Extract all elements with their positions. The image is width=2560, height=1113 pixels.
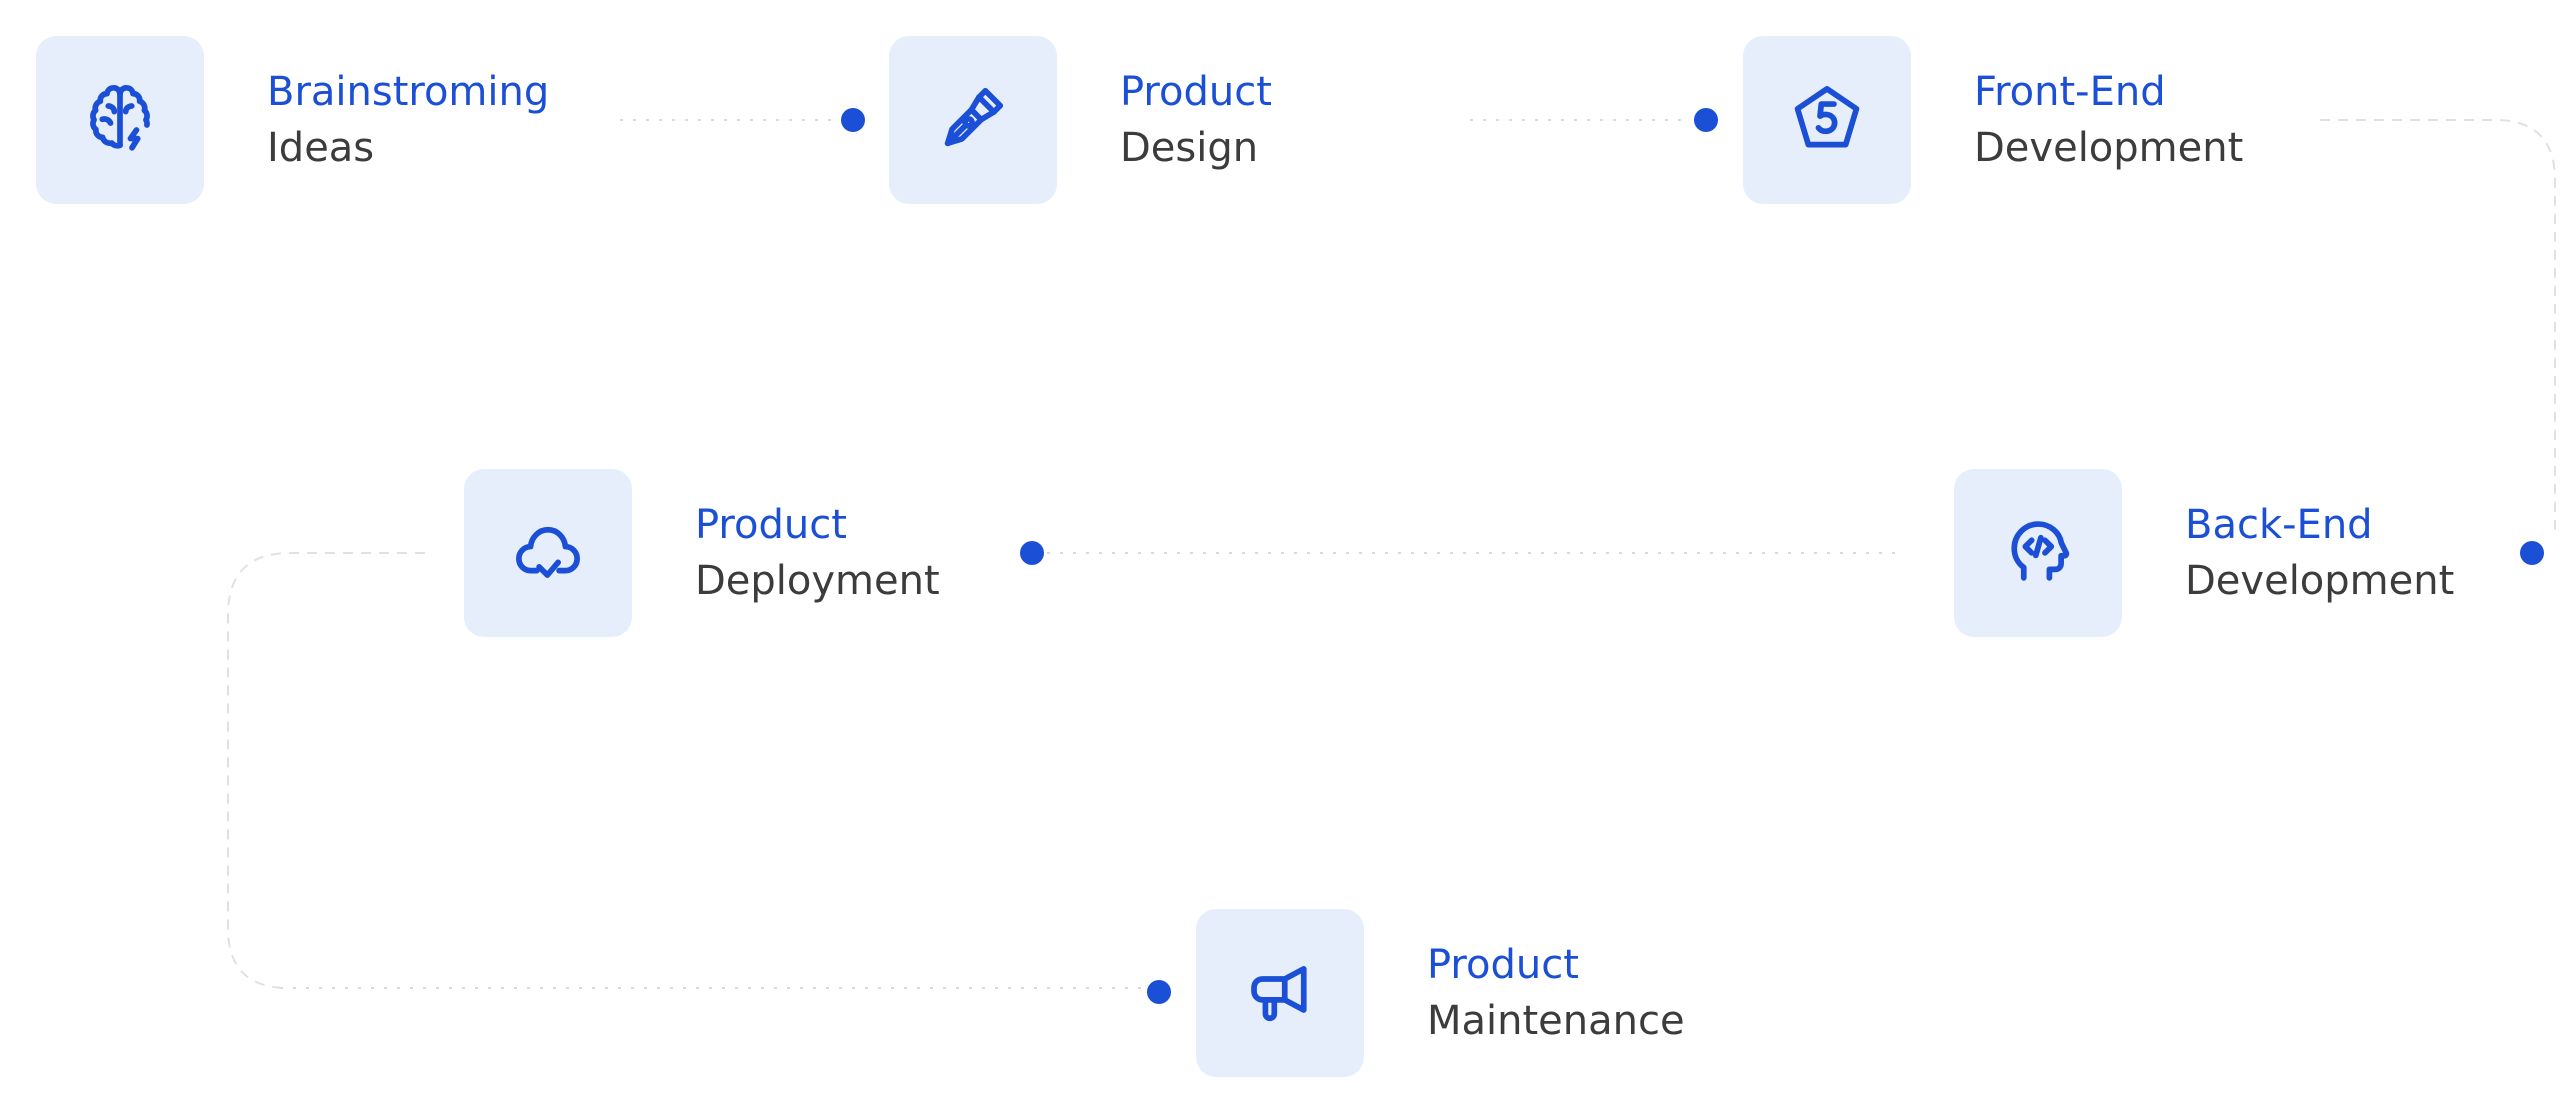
- connector-dot: [1147, 980, 1171, 1004]
- step-labels: Product Deployment: [695, 497, 940, 609]
- step-title: Front-End: [1974, 69, 2166, 115]
- step-labels: Back-End Development: [2185, 497, 2454, 609]
- step-title: Back-End: [2185, 502, 2373, 548]
- step-subtitle: Development: [1974, 125, 2244, 171]
- step-subtitle: Maintenance: [1427, 998, 1685, 1044]
- step-brainstorming: Brainstroming Ideas: [36, 36, 549, 204]
- step-frontend: Front-End Development: [1743, 36, 2243, 204]
- step-icon-tile: [1743, 36, 1911, 204]
- step-icon-tile: [889, 36, 1057, 204]
- pen-nib-icon: [935, 80, 1011, 160]
- step-labels: Brainstroming Ideas: [267, 64, 549, 176]
- connector-dot: [841, 108, 865, 132]
- step-subtitle: Ideas: [267, 125, 375, 171]
- brain-icon: [82, 80, 158, 160]
- megaphone-icon: [1242, 953, 1318, 1033]
- step-labels: Product Design: [1120, 64, 1272, 176]
- html5-icon: [1789, 80, 1865, 160]
- step-subtitle: Deployment: [695, 558, 940, 604]
- step-title: Product: [695, 502, 847, 548]
- step-icon-tile: [1954, 469, 2122, 637]
- step-title: Product: [1427, 942, 1579, 988]
- step-design: Product Design: [889, 36, 1272, 204]
- connector-deployment-bottom: [227, 552, 425, 989]
- head-code-icon: [2000, 513, 2076, 593]
- step-maintenance: Product Maintenance: [1196, 909, 1685, 1077]
- step-labels: Front-End Development: [1974, 64, 2243, 176]
- step-icon-tile: [36, 36, 204, 204]
- step-icon-tile: [1196, 909, 1364, 1077]
- cloud-check-icon: [510, 513, 586, 593]
- step-icon-tile: [464, 469, 632, 637]
- step-subtitle: Development: [2185, 558, 2455, 604]
- step-title: Brainstroming: [267, 69, 550, 115]
- step-labels: Product Maintenance: [1427, 937, 1685, 1049]
- step-deployment: Product Deployment: [464, 469, 940, 637]
- step-title: Product: [1120, 69, 1272, 115]
- connector-dot: [1020, 541, 1044, 565]
- step-subtitle: Design: [1120, 125, 1259, 171]
- connector-dot: [1694, 108, 1718, 132]
- connector-frontend-backend: [2320, 119, 2556, 530]
- connector-dot: [2520, 541, 2544, 565]
- step-backend: Back-End Development: [1954, 469, 2454, 637]
